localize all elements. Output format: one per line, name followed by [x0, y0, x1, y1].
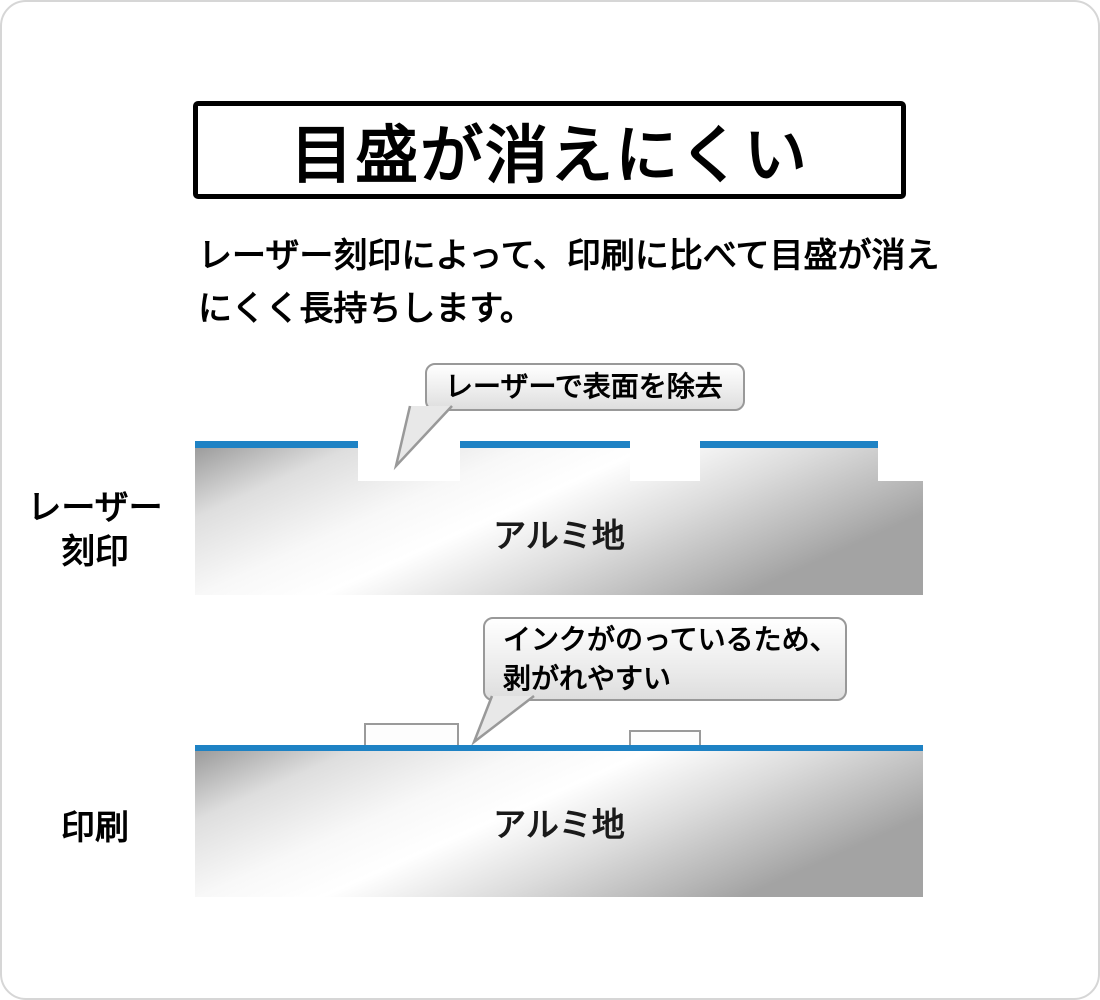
print-coating-layer	[195, 745, 923, 752]
laser-callout-tail	[393, 405, 453, 471]
laser-aluminum-block	[195, 447, 923, 595]
print-callout-line2: 剥がれやすい	[503, 663, 672, 694]
laser-section-label: レーザー 刻印	[10, 486, 180, 574]
print-material-label: アルミ地	[493, 806, 625, 843]
laser-callout-bubble: レーザーで表面を除去	[425, 363, 745, 411]
print-callout-tail-shape	[471, 695, 535, 746]
laser-engraving-diagram: アルミ地	[195, 441, 923, 595]
print-ink-mark-1	[364, 723, 459, 748]
print-section-label: 印刷	[61, 809, 129, 847]
print-aluminum-block	[195, 751, 923, 897]
laser-label-line1: レーザー	[27, 489, 163, 527]
print-callout-bubble: インクがのっているため、 剥がれやすい	[483, 617, 847, 701]
description-text: レーザー刻印によって、印刷に比べて目盛が消えにくく長持ちします。	[198, 237, 940, 328]
laser-material-label: アルミ地	[493, 517, 625, 554]
laser-label-line2: 刻印	[61, 533, 129, 572]
title-box: 目盛が消えにくい	[193, 101, 906, 199]
print-callout-line1: インクがのっているため、	[503, 623, 838, 655]
page-title: 目盛が消えにくい	[290, 120, 809, 191]
laser-callout-text: レーザーで表面を除去	[445, 371, 723, 403]
print-callout-tail	[471, 695, 535, 746]
laser-coating-segment-3	[700, 441, 878, 448]
laser-coating-segment-2	[460, 441, 630, 448]
print-ink-mark-2	[629, 730, 701, 748]
laser-callout-tail-shape	[393, 405, 453, 471]
print-diagram: アルミ地	[195, 723, 923, 897]
laser-coating-segment-1	[195, 441, 358, 448]
